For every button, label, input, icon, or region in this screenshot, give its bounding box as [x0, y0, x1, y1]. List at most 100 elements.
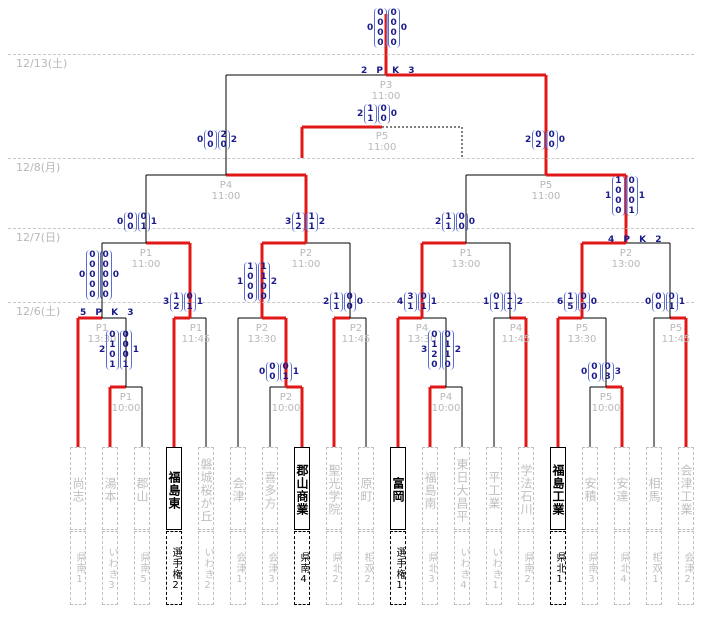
team-region: 県北2: [326, 531, 342, 605]
score-half: 0: [346, 292, 353, 302]
score-half: 0: [102, 260, 109, 270]
score-half: 0: [655, 292, 662, 302]
match-time: 11:00: [291, 259, 321, 270]
score-half: 0: [122, 330, 129, 340]
team-name: 湯本: [102, 447, 118, 530]
score-half: 1: [109, 340, 116, 350]
date-divider: [8, 158, 694, 159]
score-half: 0: [247, 292, 254, 302]
team-name: 学法石川: [518, 447, 534, 530]
score-half: 1: [122, 360, 129, 370]
score-half: 0: [380, 104, 387, 114]
team-name: 富岡: [390, 447, 406, 530]
match-time: 11:00: [131, 259, 161, 270]
score-half: 0: [247, 282, 254, 292]
team-region: 相双1: [646, 531, 662, 605]
team-region: 県南4: [294, 531, 310, 605]
match-time: 11:45: [341, 334, 371, 345]
score-total-right: 3: [614, 367, 622, 377]
score-total-left: 0: [117, 217, 124, 227]
match-time: 11:45: [661, 334, 691, 345]
score-half: 0: [580, 302, 587, 312]
score-half: 0: [140, 212, 147, 222]
team-region: 会津1: [230, 531, 246, 605]
score-half: 0: [390, 8, 397, 18]
score-half: 0: [604, 362, 611, 372]
score-total-left: 3: [285, 217, 292, 227]
score-total-right: 1: [292, 367, 300, 377]
match-venue: P2: [349, 323, 363, 334]
score-half: 0: [247, 272, 254, 282]
team-name: 会津: [230, 447, 246, 530]
match-time: 11:00: [531, 191, 561, 202]
match-venue: P2: [299, 248, 313, 259]
score-half: 1: [445, 222, 452, 232]
team-region: いわき2: [198, 531, 214, 605]
score-total-left: 0: [79, 270, 86, 280]
score-total-right: 1: [132, 345, 140, 355]
score-half: 1: [247, 262, 254, 272]
score-half: 0: [269, 362, 276, 372]
score-half: 0: [615, 196, 622, 206]
team-region: 選手権2: [166, 531, 182, 605]
score-half: 1: [668, 302, 675, 312]
match-time: 11:45: [181, 334, 211, 345]
score-half: 0: [109, 350, 116, 360]
score-total-right: 0: [558, 135, 566, 145]
score-total-left: 4: [397, 297, 404, 307]
score-half: 0: [615, 206, 622, 216]
match-venue: P2: [619, 248, 633, 259]
date-label: 12/8(月): [16, 161, 61, 174]
score-half: 1: [420, 302, 427, 312]
score-total-right: 0: [400, 23, 408, 33]
score-half: 0: [628, 186, 635, 196]
score-total-left: 1: [605, 191, 612, 201]
score-half: 1: [260, 272, 267, 282]
score-half: 1: [333, 292, 340, 302]
score-half: 1: [173, 292, 180, 302]
date-label: 12/7(日): [16, 231, 61, 244]
score-half: 3: [604, 372, 611, 382]
score-total-left: 3: [421, 345, 428, 355]
score-half: 0: [122, 350, 129, 360]
score-total-left: 2: [525, 135, 532, 145]
score-total-right: 2: [230, 135, 238, 145]
score-half: 1: [333, 302, 340, 312]
score-total-right: 0: [468, 217, 476, 227]
score-half: 0: [220, 140, 227, 150]
match-venue: P5: [599, 392, 613, 403]
pk-score: 2 P K 3: [361, 66, 418, 76]
score-half: 0: [260, 282, 267, 292]
score-half: 0: [102, 290, 109, 300]
score-half: 0: [102, 270, 109, 280]
match-venue: P1: [95, 323, 109, 334]
score-half: 1: [186, 302, 193, 312]
score-half: 1: [444, 350, 451, 360]
match-venue: P4: [439, 392, 453, 403]
team-name: 東日大昌平: [454, 447, 470, 530]
team-region: 県北4: [614, 531, 630, 605]
score-half: 0: [89, 250, 96, 260]
date-divider: [8, 54, 694, 55]
match-venue: P1: [119, 392, 133, 403]
match-venue: P1: [139, 248, 153, 259]
score-half: 1: [615, 176, 622, 186]
score-half: 0: [89, 260, 96, 270]
